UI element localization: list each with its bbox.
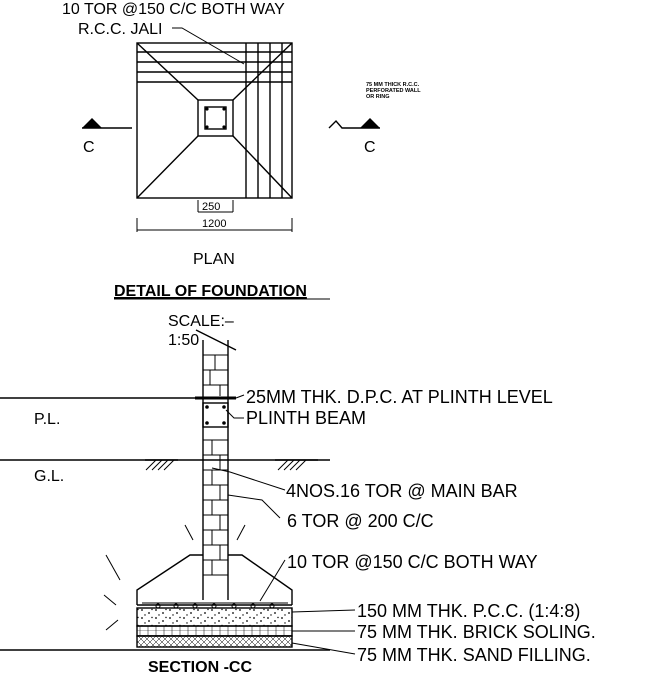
plan-view-label: PLAN	[193, 251, 235, 268]
wall-bricks	[203, 354, 228, 576]
detail-title: DETAIL OF FOUNDATION	[114, 283, 307, 300]
section-title: SECTION -CC	[148, 659, 252, 675]
ground-hatch-right	[275, 459, 318, 471]
layer-brick-soling: 75 MM THK. BRICK SOLING.	[357, 622, 596, 642]
section-cc: P.L. G.L.	[0, 329, 596, 675]
layer-pcc: 150 MM THK. P.C.C. (1:4:8)	[357, 601, 580, 621]
footing-slope-right	[228, 554, 293, 605]
scale-label: SCALE:–	[168, 313, 234, 330]
plinth-beam	[202, 402, 229, 428]
section-mark-left: C	[83, 139, 95, 156]
jali-leader	[172, 27, 245, 65]
callout-footing-rebar: 10 TOR @150 C/C BOTH WAY	[287, 552, 538, 572]
plan-rebar-note: 10 TOR @150 C/C BOTH WAY	[62, 1, 285, 18]
wall-note-line3: OR RING	[366, 94, 390, 100]
callout-plinth-beam: PLINTH BEAM	[246, 408, 366, 428]
column-inner	[204, 106, 227, 130]
dim-column: 250	[202, 201, 220, 213]
callout-stirrup: 6 TOR @ 200 C/C	[287, 511, 434, 531]
wall-note-line1: 75 MM THICK R.C.C.	[366, 82, 420, 88]
ground-hatch-left	[145, 459, 178, 471]
section-arrow-right	[360, 118, 380, 128]
callout-main-bar: 4NOS.16 TOR @ MAIN BAR	[286, 481, 518, 501]
wall-note-line2: PERFORATED WALL	[366, 88, 421, 94]
layer-sand-filling: 75 MM THK. SAND FILLING.	[357, 645, 591, 665]
scale-value: 1:50	[168, 332, 199, 349]
footing-slope-left	[136, 554, 203, 605]
pcc-layer	[136, 607, 293, 627]
column-outer	[197, 99, 234, 137]
level-pl: P.L.	[34, 411, 60, 428]
callout-dpc: 25MM THK. D.P.C. AT PLINTH LEVEL	[246, 387, 553, 407]
sand-filling-layer	[136, 635, 293, 648]
dim-footing: 1200	[202, 218, 226, 230]
plan-view: 10 TOR @150 C/C BOTH WAY R.C.C. JALI C C	[62, 1, 421, 268]
plan-jali-label: R.C.C. JALI	[78, 21, 162, 38]
brick-soling-layer	[136, 625, 293, 637]
section-arrow-left	[82, 118, 102, 128]
footing-outline	[136, 42, 293, 199]
section-mark-right: C	[364, 139, 376, 156]
level-gl: G.L.	[34, 468, 64, 485]
